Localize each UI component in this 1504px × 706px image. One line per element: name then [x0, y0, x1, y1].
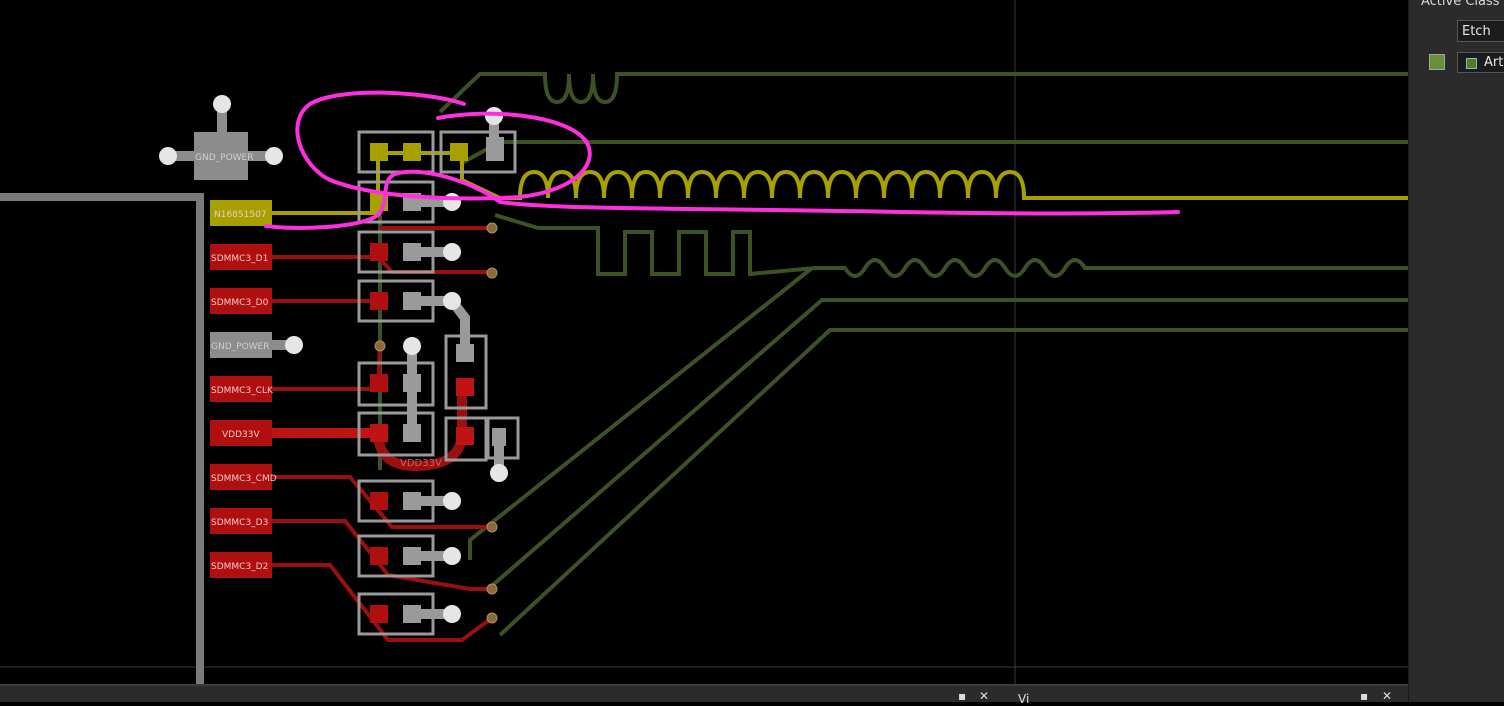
trace-d1: [240, 255, 492, 274]
pad-d1: [210, 244, 272, 270]
inner-trace-4: [468, 266, 814, 560]
pad-d0: [210, 288, 272, 314]
connector-pads: [210, 200, 303, 578]
connector-outline: [0, 193, 204, 684]
annotation-underline: [264, 169, 1180, 230]
pad-label-7: SDMMC3_D3: [211, 518, 268, 528]
pin-icon-2[interactable]: ▪: [1360, 689, 1369, 703]
dock-tab[interactable]: Vi: [1018, 692, 1030, 706]
pad-label-1: SDMMC3_D1: [211, 254, 268, 264]
subclass-color-icon: [1466, 58, 1477, 69]
options-panel: Active Class and Subclass Etch Artwork: [1408, 0, 1504, 702]
pad-vdd: [210, 420, 272, 446]
ground-cross-part: GND_POWER: [159, 95, 283, 180]
pad-d3: [210, 508, 272, 534]
selected-trace: [240, 151, 1408, 215]
subclass-dropdown[interactable]: Artwork: [1457, 52, 1504, 73]
pad-label-2: SDMMC3_D0: [211, 298, 269, 308]
pad-label-3: GND_POWER: [211, 342, 270, 352]
panel-title: Active Class and Subclass: [1421, 0, 1504, 9]
active-color-swatch[interactable]: [1429, 54, 1445, 70]
inner-trace-6: [498, 328, 1408, 637]
inner-trace-5: [485, 298, 1408, 592]
inner-trace-2: [459, 140, 1408, 166]
ground-vias: [403, 107, 508, 623]
pad-cmd: [210, 464, 272, 490]
inner-etch-group: [378, 72, 1408, 637]
pad-label-0: N16851507: [214, 210, 267, 220]
pad-label-4: SDMMC3_CLK: [211, 386, 274, 396]
pad-label-6: SDMMC3_CMD: [211, 474, 277, 484]
selected-etch-group: [240, 151, 1408, 215]
pcb-drawing[interactable]: N16851507 SDMMC3_D1 SDMMC3_D0 GND_POWER …: [0, 0, 1408, 684]
vdd-trace-label: VDD33V: [285, 427, 339, 442]
pad-gnd: [210, 332, 272, 358]
annotation-markup: [264, 90, 1180, 230]
inner-trace-1: [438, 72, 1408, 114]
pin-icon[interactable]: ▪: [958, 689, 967, 703]
inner-trace-3: [494, 213, 1408, 278]
pad-label-5: VDD33V: [222, 430, 260, 440]
pad-clk: [210, 376, 272, 402]
bottom-dock-bar: ▪ ✕ Vi ▪ ✕: [0, 684, 1408, 706]
class-dropdown[interactable]: Etch: [1457, 20, 1504, 42]
pad-selected: [210, 200, 272, 226]
pcb-canvas[interactable]: N16851507 SDMMC3_D1 SDMMC3_D0 GND_POWER …: [0, 0, 1408, 684]
gnd-via: [285, 336, 303, 354]
top-pad-label: GND_POWER: [195, 153, 254, 163]
pad-label-8: SDMMC3_D2: [211, 562, 268, 572]
trace-d2: [240, 563, 494, 642]
vdd-bridge-label: VDD33V: [400, 458, 442, 469]
pad-d2: [210, 552, 272, 578]
signal-vias: [374, 222, 498, 624]
close-icon-2[interactable]: ✕: [1382, 689, 1393, 703]
close-icon[interactable]: ✕: [979, 689, 990, 703]
annotation-ellipse: [295, 90, 592, 201]
subclass-label: Artwork: [1484, 55, 1504, 70]
